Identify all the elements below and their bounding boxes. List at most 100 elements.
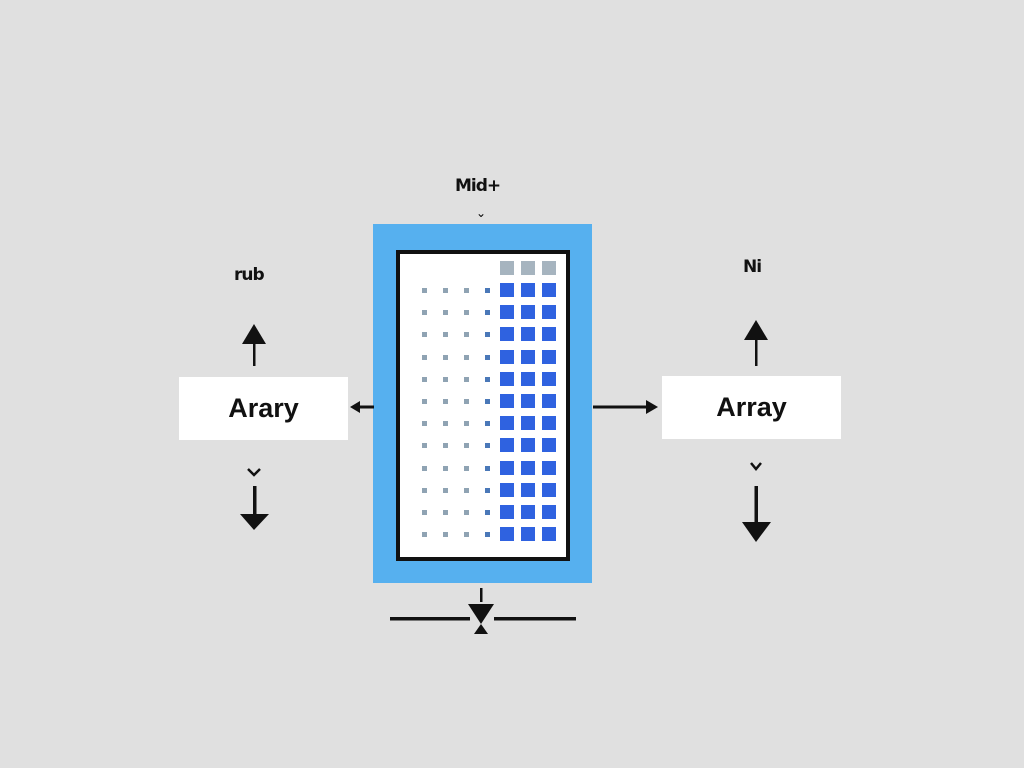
grid-block (542, 305, 556, 320)
grid-dot (422, 421, 427, 427)
grid-block (542, 349, 556, 364)
grid-dot (464, 399, 469, 404)
grid-dot (443, 354, 448, 360)
grid-dot (443, 310, 448, 316)
grid-block (542, 283, 556, 297)
grid-dot (443, 465, 448, 471)
grid-block (500, 349, 514, 364)
grid-block (542, 527, 556, 542)
grid-block (542, 371, 556, 386)
grid-block (500, 482, 514, 497)
header-block (542, 261, 556, 275)
grid-dot (422, 332, 427, 338)
grid-block (542, 394, 556, 408)
arrow-left-icon (350, 401, 374, 413)
grid-dot (485, 376, 490, 382)
grid-dot (443, 421, 448, 427)
grid-dot (464, 421, 469, 427)
grid-dot (422, 443, 427, 449)
grid-block (500, 394, 514, 408)
grid-block (542, 482, 556, 497)
grid-dot (464, 487, 469, 493)
grid-block (542, 438, 556, 453)
grid-dot (464, 332, 469, 338)
grid-dot (485, 487, 490, 493)
grid-block (500, 327, 514, 342)
grid-dot (422, 532, 427, 538)
grid-dot (422, 487, 427, 493)
grid-block (521, 283, 535, 297)
grid-dot (422, 399, 427, 404)
arrow-right-icon (593, 400, 658, 414)
grid-block (521, 305, 535, 320)
arrow-down-icon (742, 462, 771, 542)
grid-dot (443, 487, 448, 493)
grid-block (500, 527, 514, 542)
grid-block (521, 460, 535, 475)
grid-dot (485, 421, 490, 427)
grid-block (521, 438, 535, 453)
right-array-box: Array (662, 376, 841, 439)
grid-block (542, 460, 556, 475)
grid-block (521, 416, 535, 431)
grid-block (521, 394, 535, 408)
grid-block (542, 327, 556, 342)
header-block (500, 261, 514, 275)
grid-dot (443, 443, 448, 449)
grid-block (500, 505, 514, 519)
right-label: Ni (743, 257, 762, 277)
chevron-down-icon: ⌄ (476, 206, 487, 220)
grid-block (500, 371, 514, 386)
header-block (521, 261, 535, 275)
grid-block (500, 283, 514, 297)
array-grid (396, 250, 570, 561)
triangle-down-icon (468, 604, 494, 624)
left-label: rub (234, 265, 265, 285)
bottom-connector (390, 588, 576, 634)
grid-block (521, 482, 535, 497)
grid-block (500, 438, 514, 453)
grid-dot (464, 310, 469, 316)
grid-dot (485, 465, 490, 471)
grid-block (500, 305, 514, 320)
left-array-box: Arary (179, 377, 348, 440)
grid-block (542, 505, 556, 519)
grid-dot (464, 443, 469, 449)
grid-dot (485, 532, 490, 538)
grid-dot (422, 465, 427, 471)
arrow-down-icon (240, 468, 269, 530)
grid-dot (443, 532, 448, 538)
grid-block (500, 460, 514, 475)
grid-dot (464, 376, 469, 382)
grid-dot (485, 310, 490, 316)
grid-dot (443, 376, 448, 382)
grid-dot (422, 376, 427, 382)
grid-dot (485, 354, 490, 360)
arrow-up-icon (242, 324, 266, 366)
grid-dot (485, 510, 490, 515)
grid-dot (464, 465, 469, 471)
arrow-up-icon (744, 320, 768, 366)
grid-dot (422, 288, 427, 293)
grid-dot (464, 354, 469, 360)
grid-block (542, 416, 556, 431)
grid-dot (464, 532, 469, 538)
grid-block (521, 327, 535, 342)
grid-dot (464, 510, 469, 515)
grid-block (521, 505, 535, 519)
grid-dot (485, 399, 490, 404)
grid-block (521, 349, 535, 364)
top-label: Mid+ (455, 176, 501, 196)
grid-dot (485, 288, 490, 293)
grid-dot (422, 354, 427, 360)
grid-dot (464, 288, 469, 293)
grid-dot (443, 288, 448, 293)
grid-block (521, 371, 535, 386)
grid-block (500, 416, 514, 431)
grid-dot (443, 510, 448, 515)
grid-dot (422, 310, 427, 316)
grid-dot (422, 510, 427, 515)
grid-dot (485, 332, 490, 338)
grid-block (521, 527, 535, 542)
grid-dot (443, 332, 448, 338)
